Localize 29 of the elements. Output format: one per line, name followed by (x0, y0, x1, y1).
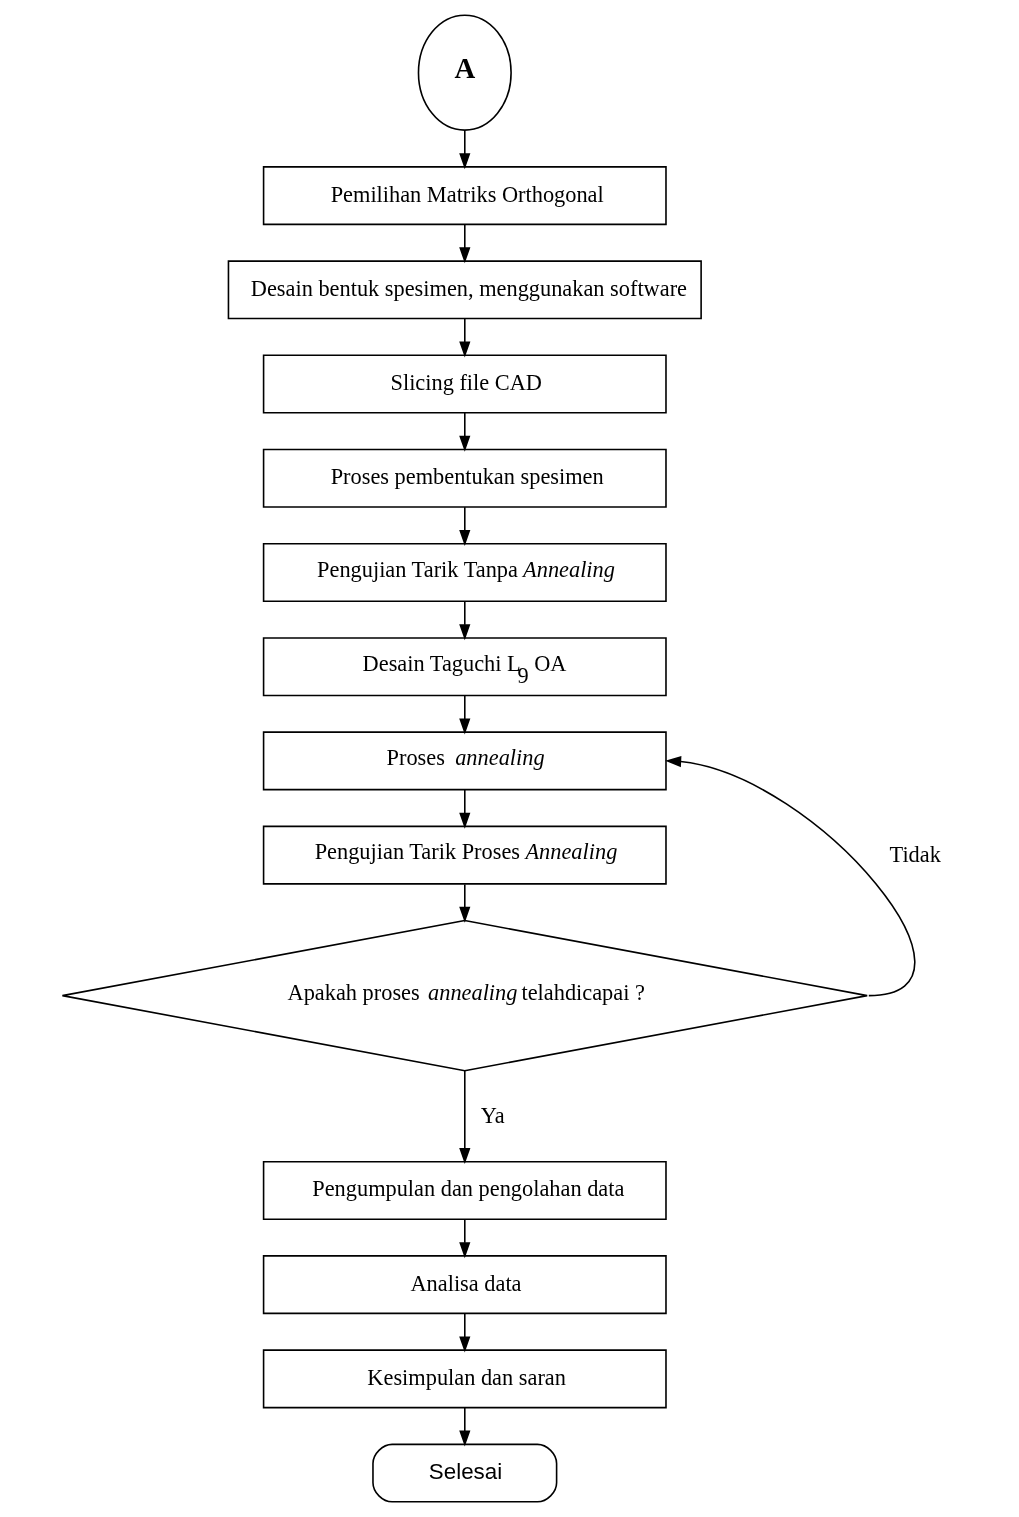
node-box: Proses annealing (262, 731, 667, 791)
arrow (459, 129, 471, 170)
node-box: Pemilihan Matriks Orthogonal (262, 166, 667, 226)
arrow (459, 600, 471, 641)
node-box: Pengujian Tarik Proses Annealing (262, 825, 667, 885)
arrow (459, 789, 471, 829)
node-box: Selesai (372, 1443, 558, 1503)
node-box: Desain bentuk spesimen, menggunakan software (227, 260, 702, 320)
arrow (665, 756, 916, 997)
node-diamond: Apakah proses annealing telahdicapai ? (61, 919, 868, 1072)
arrow (459, 412, 471, 452)
node-box: Proses pembentukan spesimen (262, 448, 667, 508)
arrow (459, 1312, 471, 1353)
arrow (459, 317, 471, 358)
edge-label: Ya (480, 1102, 505, 1128)
node-box: Analisa data (262, 1255, 667, 1315)
edge-label: Tidak (889, 841, 941, 867)
arrow (459, 506, 471, 546)
node-box: Slicing file CAD (262, 354, 667, 414)
node-box: Pengujian Tarik Tanpa Annealing (262, 542, 667, 602)
arrow (459, 1218, 471, 1259)
arrow (459, 1406, 471, 1447)
arrow (459, 694, 471, 735)
arrow (459, 883, 471, 923)
arrow (459, 223, 471, 264)
node-ellipse: A (417, 14, 512, 131)
node-box: Pengumpulan dan pengolahan data (262, 1160, 667, 1220)
arrow (459, 1069, 471, 1165)
node-box: Kesimpulan dan saran (262, 1349, 667, 1409)
